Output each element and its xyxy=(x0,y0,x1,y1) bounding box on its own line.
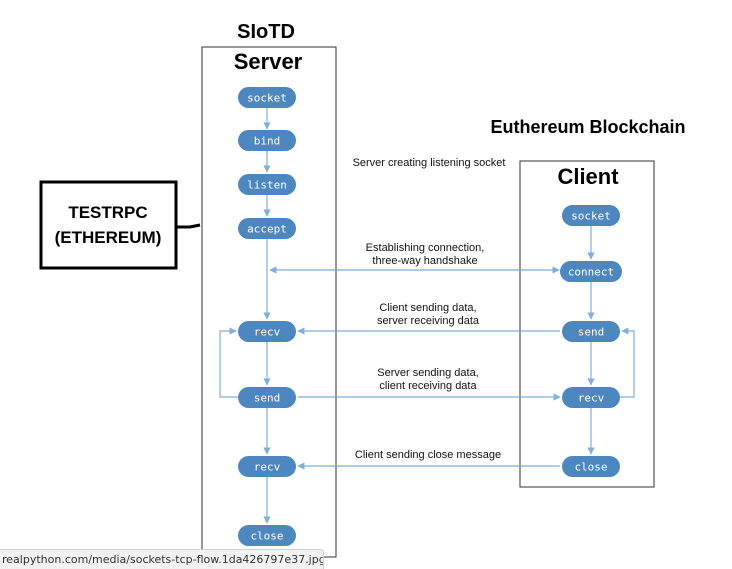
server-step-label: accept xyxy=(247,223,287,236)
client-step-send: send xyxy=(562,321,620,342)
blockchain-heading: Euthereum Blockchain xyxy=(490,117,685,137)
client-step-label: close xyxy=(574,461,607,474)
client-step-label: recv xyxy=(578,392,605,405)
server-box xyxy=(201,46,337,558)
client-heading: Client xyxy=(557,164,619,189)
server-step-label: send xyxy=(254,392,281,405)
msg-client-send-2: server receiving data xyxy=(377,315,480,327)
client-step-label: socket xyxy=(571,210,611,223)
server-step-label: close xyxy=(250,530,283,543)
server-step-close: close xyxy=(238,525,296,546)
server-step-label: listen xyxy=(247,179,287,192)
server-step-listen: listen xyxy=(238,174,296,195)
msg-listening: Server creating listening socket xyxy=(353,157,506,169)
msg-server-send-2: client receiving data xyxy=(379,380,477,392)
server-connectors xyxy=(219,108,271,524)
client-box xyxy=(519,160,655,488)
server-step-accept: accept xyxy=(238,218,296,239)
client-step-close: close xyxy=(562,456,620,477)
testrpc-box xyxy=(39,180,178,270)
server-step-recv-2: recv xyxy=(238,456,296,477)
server-heading: Server xyxy=(234,49,303,74)
msg-handshake-2: three-way handshake xyxy=(372,255,477,267)
msg-server-send-1: Server sending data, xyxy=(377,367,479,379)
msg-handshake-1: Establishing connection, xyxy=(366,242,485,254)
status-bar-url: realpython.com/media/sockets-tcp-flow.1d… xyxy=(0,549,324,569)
client-connectors xyxy=(587,226,635,455)
server-step-recv: recv xyxy=(238,321,296,342)
server-step-send: send xyxy=(238,387,296,408)
client-step-socket: socket xyxy=(562,205,620,226)
server-step-label: recv xyxy=(254,326,281,339)
testrpc-connector xyxy=(176,223,201,229)
server-step-label: recv xyxy=(254,461,281,474)
client-step-label: connect xyxy=(568,266,614,279)
client-step-label: send xyxy=(578,326,605,339)
diagram-title: SIoTD xyxy=(237,21,295,43)
testrpc-line2: (ETHEREUM) xyxy=(55,228,162,247)
msg-close: Client sending close message xyxy=(355,449,501,461)
testrpc-line1: TESTRPC xyxy=(68,203,147,222)
server-step-label: bind xyxy=(254,135,281,148)
client-step-recv: recv xyxy=(562,387,620,408)
msg-client-send-1: Client sending data, xyxy=(379,302,476,314)
server-step-label: socket xyxy=(247,92,287,105)
server-step-socket: socket xyxy=(238,87,296,108)
client-step-connect: connect xyxy=(560,261,622,282)
message-arrows xyxy=(269,266,561,470)
server-step-bind: bind xyxy=(238,130,296,151)
